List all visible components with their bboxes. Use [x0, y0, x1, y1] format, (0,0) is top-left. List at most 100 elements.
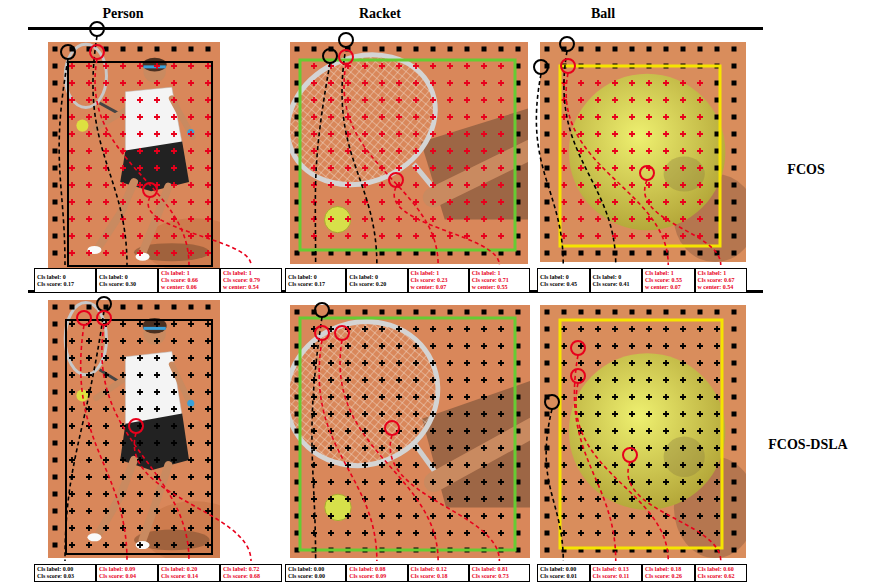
point-plus	[103, 423, 109, 429]
point-plus	[154, 233, 160, 239]
point-plus	[646, 216, 652, 222]
sample-circle	[560, 37, 574, 51]
point-plus	[137, 440, 143, 446]
point-plus	[311, 148, 317, 154]
point-square	[630, 47, 635, 52]
point-plus	[595, 326, 601, 332]
point-square	[53, 200, 58, 205]
point-plus	[561, 377, 567, 383]
point-plus	[328, 496, 334, 502]
point-square	[545, 149, 550, 154]
score-box: Cls label: 1Cls score: 0.79w center: 0.5…	[220, 268, 282, 293]
point-plus	[447, 411, 453, 417]
point-plus	[680, 445, 686, 451]
score-text: Cls score: 0.71	[472, 277, 527, 284]
point-square	[70, 305, 75, 310]
point-square	[397, 310, 402, 315]
point-plus	[379, 394, 385, 400]
point-plus	[595, 496, 601, 502]
point-plus	[561, 233, 567, 239]
point-square	[545, 548, 550, 553]
point-plus	[714, 411, 720, 417]
point-square	[295, 310, 300, 315]
score-text: Cls score: 0.73	[472, 573, 527, 580]
point-plus	[561, 182, 567, 188]
point-plus	[498, 131, 504, 137]
score-text: Cls label: 0.12	[411, 566, 466, 573]
point-plus	[498, 462, 504, 468]
point-plus	[396, 165, 402, 171]
score-box: Cls label: 0.81Cls score: 0.73	[469, 564, 530, 582]
point-square	[53, 526, 58, 531]
point-plus	[345, 496, 351, 502]
score-box: Cls label: 0Cls score: 0.45	[537, 268, 590, 293]
score-text: Cls label: 0.08	[349, 566, 404, 573]
point-plus	[663, 131, 669, 137]
point-plus	[396, 131, 402, 137]
point-plus	[396, 148, 402, 154]
point-plus	[379, 131, 385, 137]
point-plus	[481, 445, 487, 451]
point-plus	[69, 199, 75, 205]
point-plus	[663, 343, 669, 349]
point-plus	[154, 165, 160, 171]
sample-circle	[77, 311, 91, 325]
point-plus	[498, 216, 504, 222]
point-plus	[205, 131, 211, 137]
point-plus	[362, 479, 368, 485]
point-plus	[345, 479, 351, 485]
point-plus	[481, 131, 487, 137]
score-text: Cls score: 0.67	[698, 277, 745, 284]
point-plus	[69, 80, 75, 86]
ball-shade	[664, 156, 705, 191]
point-plus	[561, 360, 567, 366]
point-plus	[561, 326, 567, 332]
point-plus	[561, 496, 567, 502]
leader-line	[102, 325, 189, 561]
point-plus	[396, 411, 402, 417]
point-plus	[69, 148, 75, 154]
point-plus	[697, 148, 703, 154]
point-plus	[86, 216, 92, 222]
point-plus	[120, 372, 126, 378]
point-plus	[612, 513, 618, 519]
point-plus	[447, 479, 453, 485]
point-plus	[481, 394, 487, 400]
point-plus	[345, 530, 351, 536]
point-plus	[205, 372, 211, 378]
point-plus	[578, 530, 584, 536]
point-plus	[498, 394, 504, 400]
point-square	[732, 234, 737, 239]
leader-line	[390, 435, 499, 561]
rule-line	[28, 27, 763, 30]
point-square	[53, 458, 58, 463]
point-plus	[430, 428, 436, 434]
ball-shade	[664, 437, 705, 477]
point-square	[53, 373, 58, 378]
point-plus	[328, 394, 334, 400]
point-plus	[205, 216, 211, 222]
point-plus	[680, 530, 686, 536]
point-plus	[714, 360, 720, 366]
point-plus	[86, 525, 92, 531]
point-plus	[680, 462, 686, 468]
point-plus	[430, 462, 436, 468]
point-plus	[612, 80, 618, 86]
point-plus	[578, 513, 584, 519]
point-plus	[69, 165, 75, 171]
point-plus	[481, 428, 487, 434]
leader-line	[394, 187, 499, 265]
point-plus	[103, 491, 109, 497]
point-plus	[69, 525, 75, 531]
point-plus	[413, 360, 419, 366]
point-square	[363, 310, 368, 315]
point-plus	[69, 423, 75, 429]
point-plus	[578, 80, 584, 86]
point-plus	[413, 97, 419, 103]
point-plus	[86, 474, 92, 480]
point-plus	[171, 372, 177, 378]
hair	[143, 58, 167, 72]
point-plus	[311, 131, 317, 137]
point-plus	[578, 462, 584, 468]
point-plus	[379, 97, 385, 103]
